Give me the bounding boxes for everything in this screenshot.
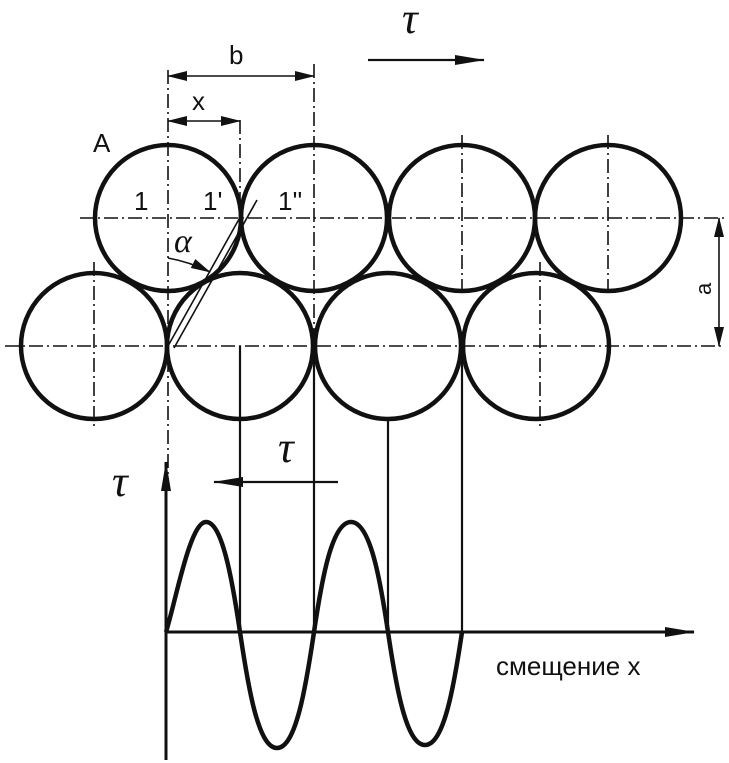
label-tau-top: τ	[402, 0, 420, 43]
label-1-double-prime: 1''	[278, 186, 302, 216]
top-atom-row	[92, 142, 684, 294]
shear-line-2	[173, 199, 258, 349]
alpha-arc	[167, 257, 211, 273]
atom-top-4	[532, 142, 684, 294]
projection-lines	[238, 346, 464, 632]
label-displacement-axis: смещение x	[496, 651, 640, 681]
label-alpha: α	[174, 223, 193, 260]
label-tau-axis: τ	[112, 457, 130, 506]
label-x: x	[192, 86, 205, 116]
label-b: b	[229, 40, 243, 70]
label-A: A	[93, 128, 111, 158]
label-1: 1	[134, 186, 148, 216]
shear-line-1	[167, 211, 244, 347]
label-tau-middle: τ	[278, 423, 296, 472]
label-a: a	[691, 282, 716, 295]
shear-stress-curve	[163, 519, 465, 751]
label-1-prime: 1'	[203, 186, 222, 216]
